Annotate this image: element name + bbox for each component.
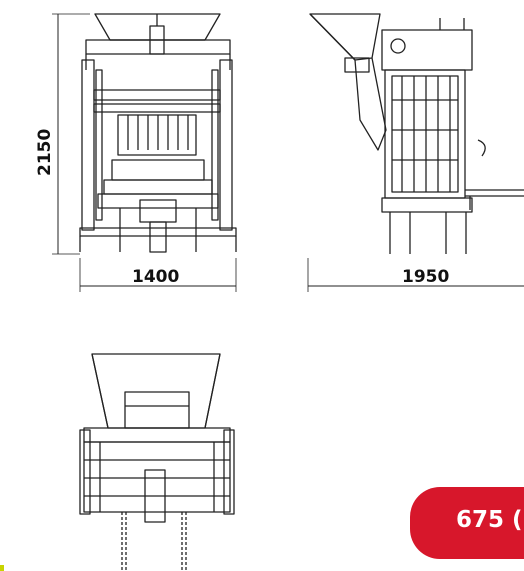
top-view xyxy=(79,353,235,571)
front-view xyxy=(52,13,237,292)
dimension-width-side-label: 1950 xyxy=(402,267,449,287)
side-view xyxy=(307,13,524,292)
corner-mark xyxy=(0,565,4,571)
model-badge-text: 675 ( xyxy=(456,507,523,533)
dimension-width-front-label: 1400 xyxy=(132,267,179,287)
dimension-height-label: 2150 xyxy=(35,129,55,176)
model-badge: 675 ( xyxy=(410,487,524,559)
